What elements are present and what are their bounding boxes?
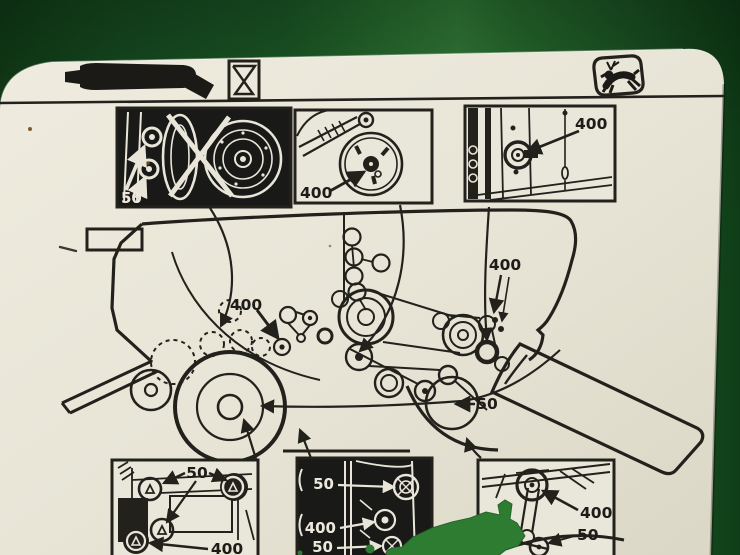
hitch-stub [85, 227, 144, 252]
leader-bottom-right-inset [464, 436, 482, 459]
grease-point-target [503, 140, 533, 170]
diagram-label-400-left: 400 [230, 296, 263, 314]
green-paint-smear [297, 499, 526, 555]
inset-top-right: 400 [463, 104, 617, 203]
inset-bottom-left-label-400: 400 [211, 540, 244, 555]
separator-line [0, 94, 725, 105]
dashed-pulley [150, 339, 196, 385]
inset-bottom-middle-label-50-bottom: 50 [312, 538, 333, 555]
linkage-left [272, 305, 334, 357]
tongue [60, 359, 159, 415]
grease-gun-icon [65, 63, 214, 99]
grease-fitting-markers [125, 475, 245, 552]
leader-top-middle-inset [358, 204, 405, 353]
inset-bottom-middle: 50 400 50 [295, 456, 434, 555]
arrow-400-left [255, 309, 280, 341]
inset-top-middle-label: 400 [300, 184, 333, 202]
grease-point-target [515, 468, 549, 502]
small-pulley [129, 368, 173, 412]
inset-top-right-arrow [524, 129, 580, 155]
john-deere-logo-icon [592, 54, 645, 97]
inset-bottom-left: 50 400 [110, 458, 260, 555]
grease-dot [492, 317, 498, 323]
sweep-line [171, 251, 321, 381]
machine-side-view-diagram: 400 400 50 [60, 204, 705, 476]
inset-top-middle-arrow [329, 170, 367, 193]
diagram-label-50-wheel: 50 [476, 395, 498, 413]
inset-top-middle: 400 [293, 108, 434, 205]
leader-bottom-middle-inset [297, 428, 313, 459]
discharge-chute [489, 342, 705, 476]
leader-top-right-inset [478, 206, 493, 343]
dirt-specks [28, 127, 332, 253]
wheel-arch [405, 385, 499, 452]
inset-bottom-right-label-400: 400 [580, 504, 613, 522]
arrow-400-right-b [498, 276, 510, 323]
inset-bottom-middle-label-50-top: 50 [313, 475, 334, 493]
leader-wheel-hub-lower [240, 417, 258, 460]
arrow-400-right-a [488, 274, 505, 315]
diagram-label-400-right: 400 [489, 256, 522, 274]
leader-top-left-inset [209, 207, 234, 328]
grease-fitting-markers [124, 126, 163, 200]
inset-top-left-label: 50 [121, 189, 142, 207]
inset-top-right-label: 400 [575, 115, 608, 133]
inset-bottom-right-label-50: 50 [577, 526, 599, 544]
decal-header [0, 54, 725, 105]
grease-dot [498, 326, 504, 332]
inset-top-left: 50 [115, 106, 293, 209]
inset-bottom-left-label-50: 50 [186, 464, 208, 482]
leader-wheel-hub-right [259, 349, 561, 414]
inset-bottom-middle-label-400: 400 [305, 519, 336, 537]
hourglass-icon [227, 59, 261, 101]
